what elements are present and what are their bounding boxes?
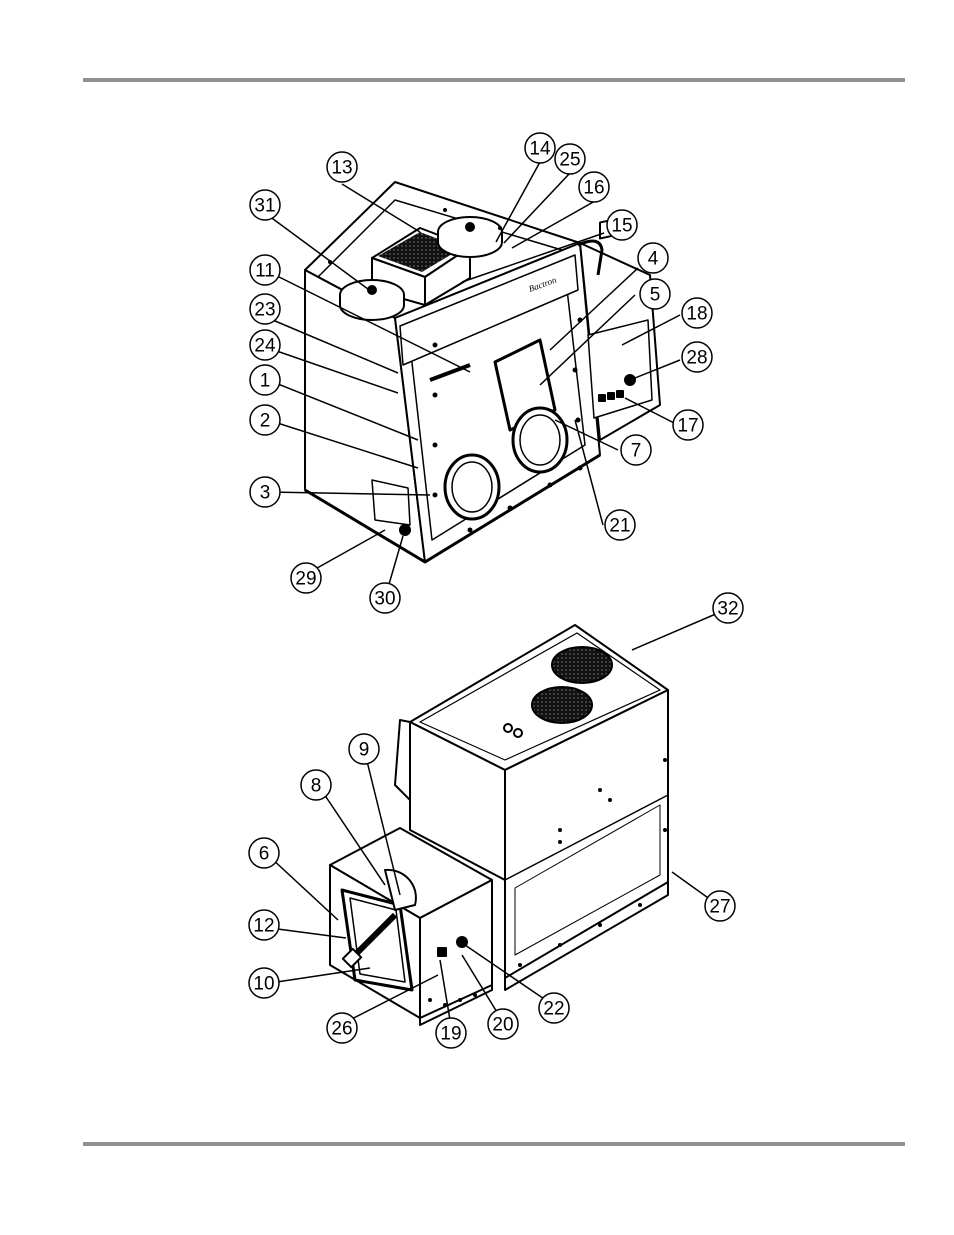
callout-number: 7 bbox=[631, 441, 642, 462]
callout-number: 23 bbox=[254, 300, 275, 321]
callout-21: 21 bbox=[605, 510, 635, 540]
callout-32: 32 bbox=[713, 593, 743, 623]
callout-16: 16 bbox=[579, 172, 609, 202]
callout-number: 13 bbox=[331, 158, 352, 179]
callout-12: 12 bbox=[249, 910, 279, 940]
callout-number: 11 bbox=[255, 261, 275, 282]
callout-9: 9 bbox=[349, 734, 379, 764]
callout-number: 24 bbox=[254, 336, 276, 357]
callout-13: 13 bbox=[327, 152, 357, 182]
callout-number: 22 bbox=[543, 999, 564, 1020]
callout-29: 29 bbox=[291, 563, 321, 593]
callout-number: 30 bbox=[374, 589, 395, 610]
callout-number: 17 bbox=[677, 416, 698, 437]
callout-number: 32 bbox=[717, 599, 738, 620]
callout-number: 28 bbox=[686, 348, 707, 369]
callout-31: 31 bbox=[250, 190, 280, 220]
switch-1 bbox=[599, 395, 605, 401]
callout-number: 19 bbox=[440, 1024, 461, 1045]
callout-number: 18 bbox=[686, 304, 707, 325]
callout-25: 25 bbox=[555, 144, 585, 174]
switch-2 bbox=[608, 393, 614, 399]
callout-20: 20 bbox=[488, 1009, 518, 1039]
callout-22: 22 bbox=[539, 993, 569, 1023]
callout-24: 24 bbox=[250, 330, 280, 360]
top-vent-front bbox=[532, 687, 592, 723]
callout-8: 8 bbox=[301, 770, 331, 800]
callout-number: 5 bbox=[650, 285, 661, 306]
callout-number: 9 bbox=[359, 740, 370, 761]
callout-number: 31 bbox=[254, 196, 275, 217]
callout-10: 10 bbox=[249, 968, 279, 998]
callout-number: 10 bbox=[253, 974, 274, 995]
callout-5: 5 bbox=[640, 279, 670, 309]
callout-number: 14 bbox=[529, 139, 551, 160]
callout-number: 4 bbox=[648, 249, 659, 270]
callout-17: 17 bbox=[673, 410, 703, 440]
callout-number: 26 bbox=[331, 1019, 352, 1040]
switch-3 bbox=[617, 391, 623, 397]
callout-23: 23 bbox=[250, 294, 280, 324]
callout-1: 1 bbox=[250, 365, 280, 395]
callout-14: 14 bbox=[525, 133, 555, 163]
callout-number: 25 bbox=[559, 150, 580, 171]
callout-30: 30 bbox=[370, 583, 400, 613]
callout-3: 3 bbox=[250, 477, 280, 507]
callout-number: 15 bbox=[611, 216, 632, 237]
callout-number: 12 bbox=[253, 916, 274, 937]
rear-port-1 bbox=[438, 948, 446, 956]
front-view: Bactron bbox=[305, 182, 660, 562]
callout-28: 28 bbox=[682, 342, 712, 372]
callout-2: 2 bbox=[250, 405, 280, 435]
callout-4: 4 bbox=[638, 243, 668, 273]
callout-7: 7 bbox=[621, 435, 651, 465]
callout-number: 16 bbox=[583, 178, 604, 199]
callout-27: 27 bbox=[705, 891, 735, 921]
callout-number: 6 bbox=[259, 844, 270, 865]
callout-15: 15 bbox=[607, 210, 637, 240]
callout-19: 19 bbox=[436, 1018, 466, 1048]
callout-number: 8 bbox=[311, 776, 322, 797]
top-vent-rear bbox=[552, 647, 612, 683]
callout-number: 21 bbox=[609, 516, 630, 537]
callout-number: 1 bbox=[260, 371, 271, 392]
callout-number: 27 bbox=[709, 897, 730, 918]
rear-view bbox=[330, 625, 668, 1025]
rear-wing bbox=[395, 720, 410, 800]
callout-number: 3 bbox=[260, 483, 271, 504]
callout-number: 20 bbox=[492, 1015, 513, 1036]
callout-number: 2 bbox=[260, 411, 271, 432]
callout-11: 11 bbox=[250, 255, 280, 285]
callout-number: 29 bbox=[295, 569, 316, 590]
side-access-plate bbox=[372, 480, 410, 525]
callout-18: 18 bbox=[682, 298, 712, 328]
callout-6: 6 bbox=[249, 838, 279, 868]
callout-26: 26 bbox=[327, 1013, 357, 1043]
